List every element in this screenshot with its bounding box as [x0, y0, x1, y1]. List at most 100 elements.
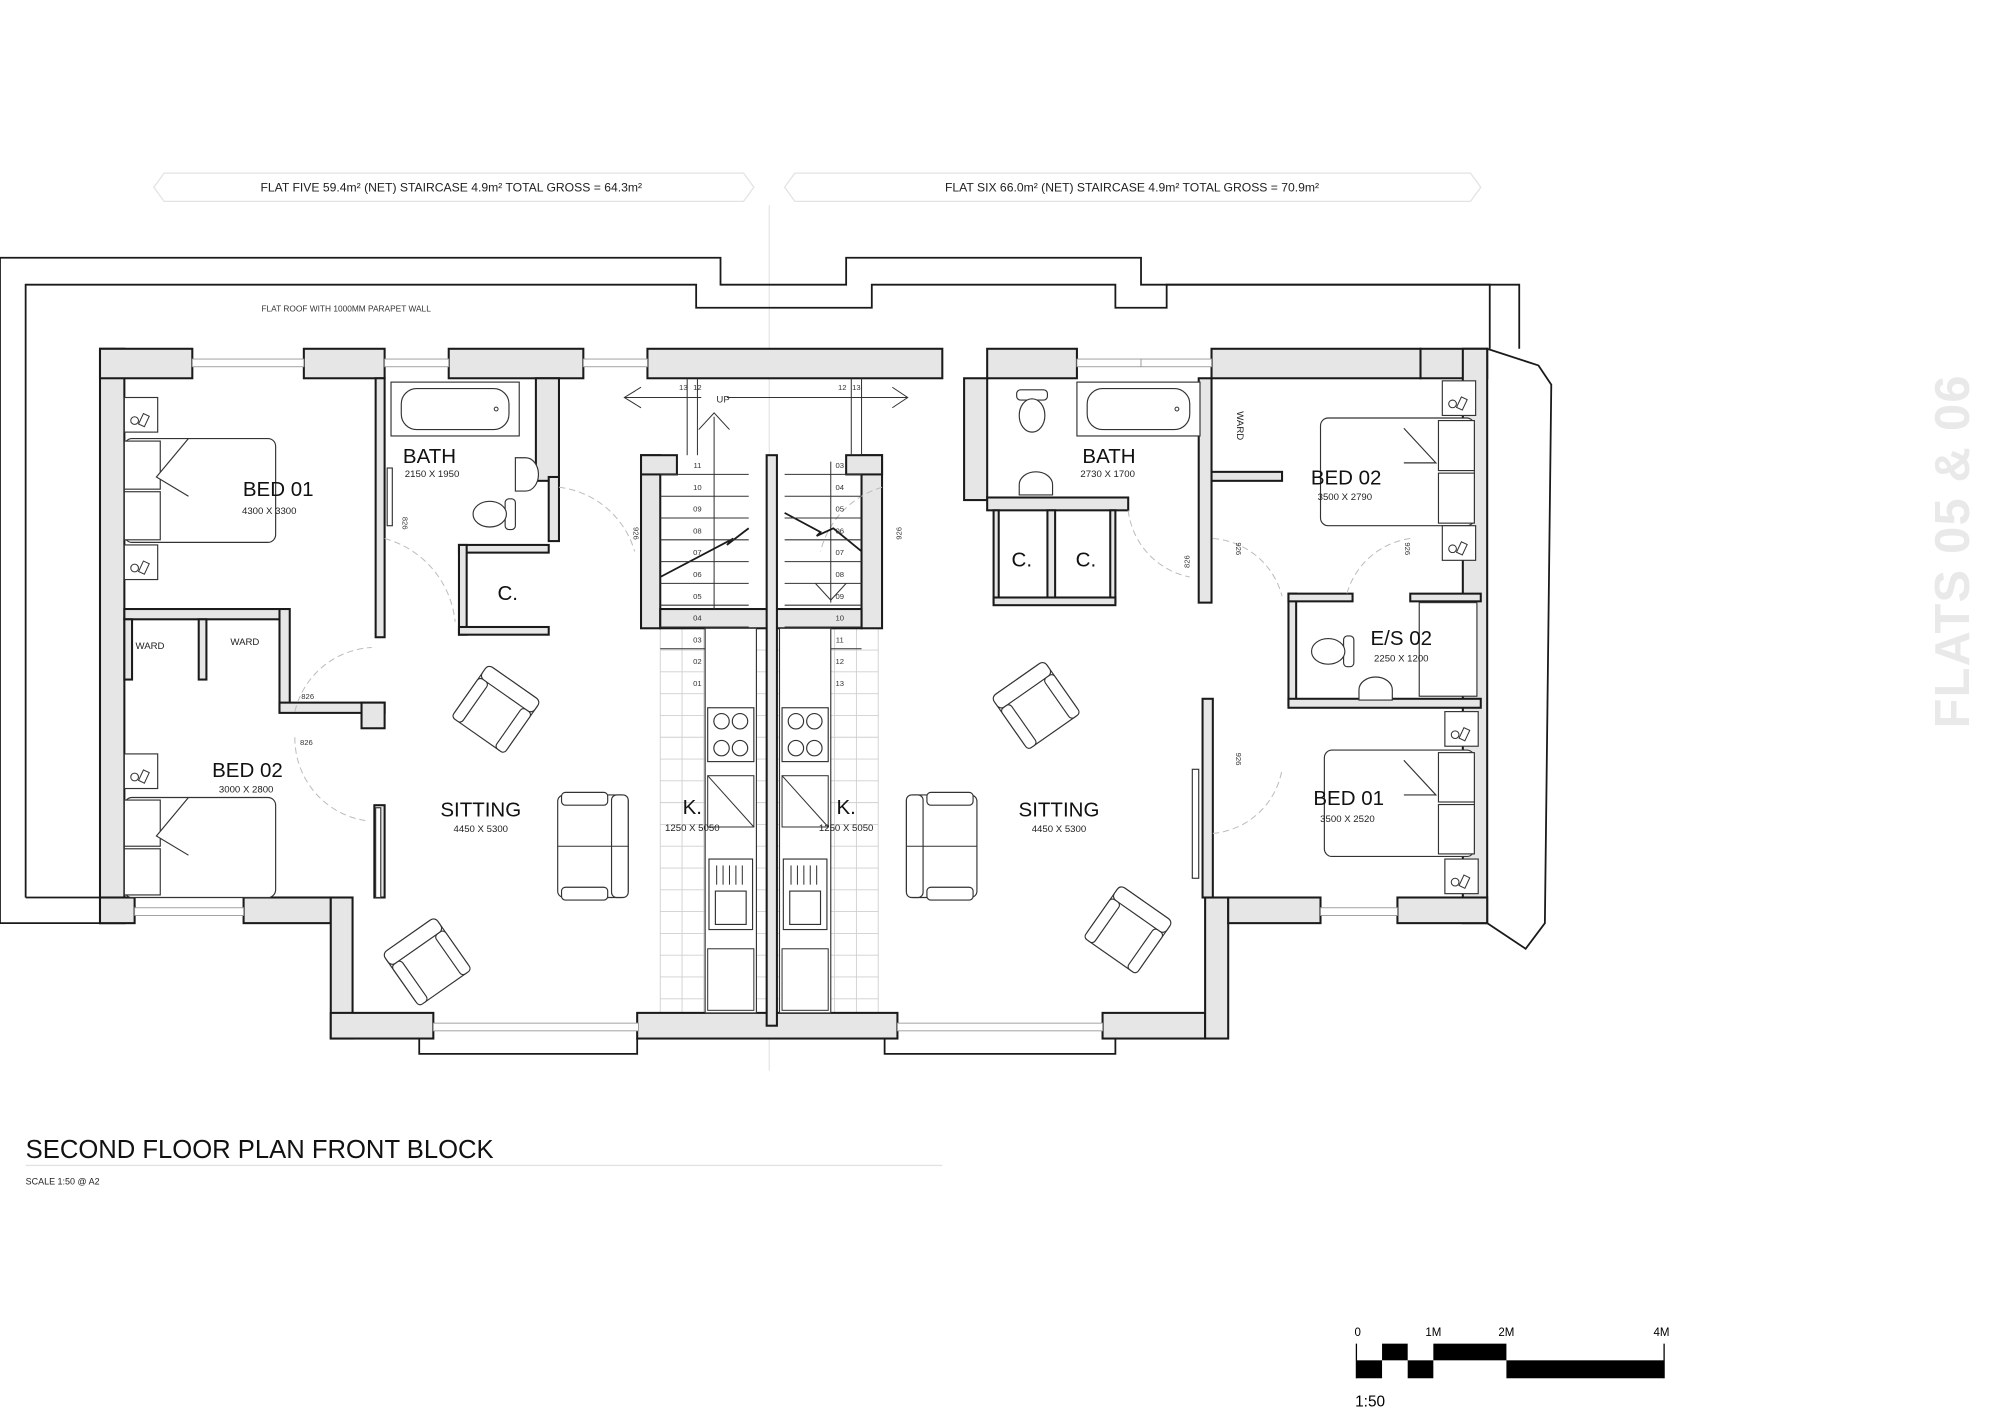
wall-segment — [360, 701, 386, 730]
room-name: BATH — [403, 445, 456, 468]
bath-basin — [1086, 387, 1191, 431]
chair-back — [992, 661, 1052, 709]
balcony-right — [883, 1038, 1117, 1055]
pillow — [123, 799, 161, 847]
wall-segment — [457, 625, 550, 636]
room-name: K. — [836, 796, 855, 819]
door-swing — [1127, 510, 1190, 578]
scale-bar: 0 1M 2M 4M 1:50 — [1354, 1327, 1669, 1411]
room-dims: 2150 X 1950 — [405, 469, 460, 480]
door-swing — [384, 538, 456, 622]
hob-ring — [713, 712, 730, 730]
appliance — [781, 775, 829, 828]
appliance-cross — [707, 775, 755, 828]
parapet-wall: FLAT ROOF WITH 1000MM PARAPET WALL — [0, 256, 1521, 925]
bedside-table — [1441, 380, 1477, 417]
phone — [1455, 396, 1468, 411]
door-width: 926 — [1403, 542, 1412, 555]
furniture — [123, 380, 1479, 1006]
stair-number: 05 — [835, 505, 844, 514]
stair-number: 05 — [693, 592, 702, 601]
room-dims: 3500 X 2520 — [1320, 814, 1375, 825]
bedside-table — [1444, 711, 1479, 747]
wall-segment — [534, 377, 560, 482]
room-name: C. — [497, 582, 518, 605]
room-name: BED 01 — [1313, 787, 1384, 810]
scale-ratio: 1:50 — [1355, 1393, 1385, 1410]
hob — [707, 707, 755, 763]
duvet-fold — [155, 438, 189, 497]
door-width: 926 — [894, 527, 903, 540]
chair-arm — [435, 930, 471, 976]
sink-bowl — [714, 890, 747, 926]
wall-segment — [329, 1011, 435, 1040]
stair-number: 08 — [693, 526, 702, 535]
toilet — [472, 498, 516, 531]
bed — [123, 437, 277, 543]
stair-number: 04 — [693, 614, 702, 623]
stair-number: 06 — [693, 570, 702, 579]
room-dims: 4450 X 5300 — [454, 824, 509, 835]
wall-segment — [1204, 896, 1230, 1040]
phone — [1458, 726, 1471, 742]
bedside-table — [123, 396, 159, 433]
door-swing — [294, 737, 366, 822]
window — [384, 358, 450, 368]
room-name: C. — [1076, 549, 1097, 572]
wall-segment — [457, 543, 468, 636]
doors — [294, 486, 1411, 834]
stair-number: 06 — [835, 526, 844, 535]
door-width: 826 — [401, 517, 410, 530]
bed-frame — [123, 437, 277, 543]
room-dims: 3500 X 2790 — [1318, 492, 1373, 503]
stair-number: 10 — [693, 483, 702, 492]
windows — [134, 358, 1398, 1032]
wall-segment — [123, 618, 134, 681]
phone — [1458, 874, 1471, 889]
appliance-cross — [781, 775, 829, 828]
basin-bowl — [1358, 676, 1393, 701]
pillow — [1437, 420, 1475, 472]
lamp — [1450, 730, 1460, 740]
wall-segment — [1201, 697, 1214, 899]
armchair — [452, 665, 540, 753]
bath-drain — [1174, 406, 1180, 412]
appliance — [707, 775, 755, 828]
wall-segment — [278, 608, 291, 713]
pillow — [1437, 803, 1475, 855]
lamp — [130, 563, 139, 573]
stair-number: 10 — [835, 614, 844, 623]
balcony-left — [418, 1038, 639, 1055]
basin — [514, 457, 540, 492]
toilet-bowl — [1018, 398, 1046, 433]
wall-segment — [640, 454, 662, 630]
sofa-arm — [926, 791, 974, 806]
room-name: BATH — [1082, 445, 1135, 468]
stair-number: 12 — [838, 383, 847, 392]
room-name: BED 02 — [1311, 467, 1382, 490]
hob-ring — [787, 712, 805, 730]
hob-ring — [731, 712, 749, 730]
wall-segment — [374, 377, 386, 639]
window — [191, 358, 305, 368]
wall-segment — [860, 454, 884, 630]
shower-tray — [1418, 602, 1478, 697]
chair-arm — [452, 677, 488, 723]
wall-segment — [1287, 592, 1354, 603]
appliance — [707, 948, 755, 1011]
pillow — [1437, 752, 1475, 803]
door-width: 826 — [1183, 555, 1192, 568]
sofa — [905, 791, 978, 901]
stair-number: 11 — [693, 461, 701, 470]
wall-segment — [963, 377, 989, 502]
chair-back — [480, 665, 540, 713]
wall-segment — [659, 608, 863, 630]
door-swing — [820, 486, 883, 552]
wall-segment — [1227, 896, 1322, 925]
stair-number: 09 — [693, 505, 702, 514]
room-name: K. — [683, 796, 702, 819]
armchair — [992, 661, 1080, 749]
scale-label: 4M — [1654, 1327, 1670, 1339]
door-swing — [1212, 538, 1283, 597]
radiator — [375, 807, 382, 899]
